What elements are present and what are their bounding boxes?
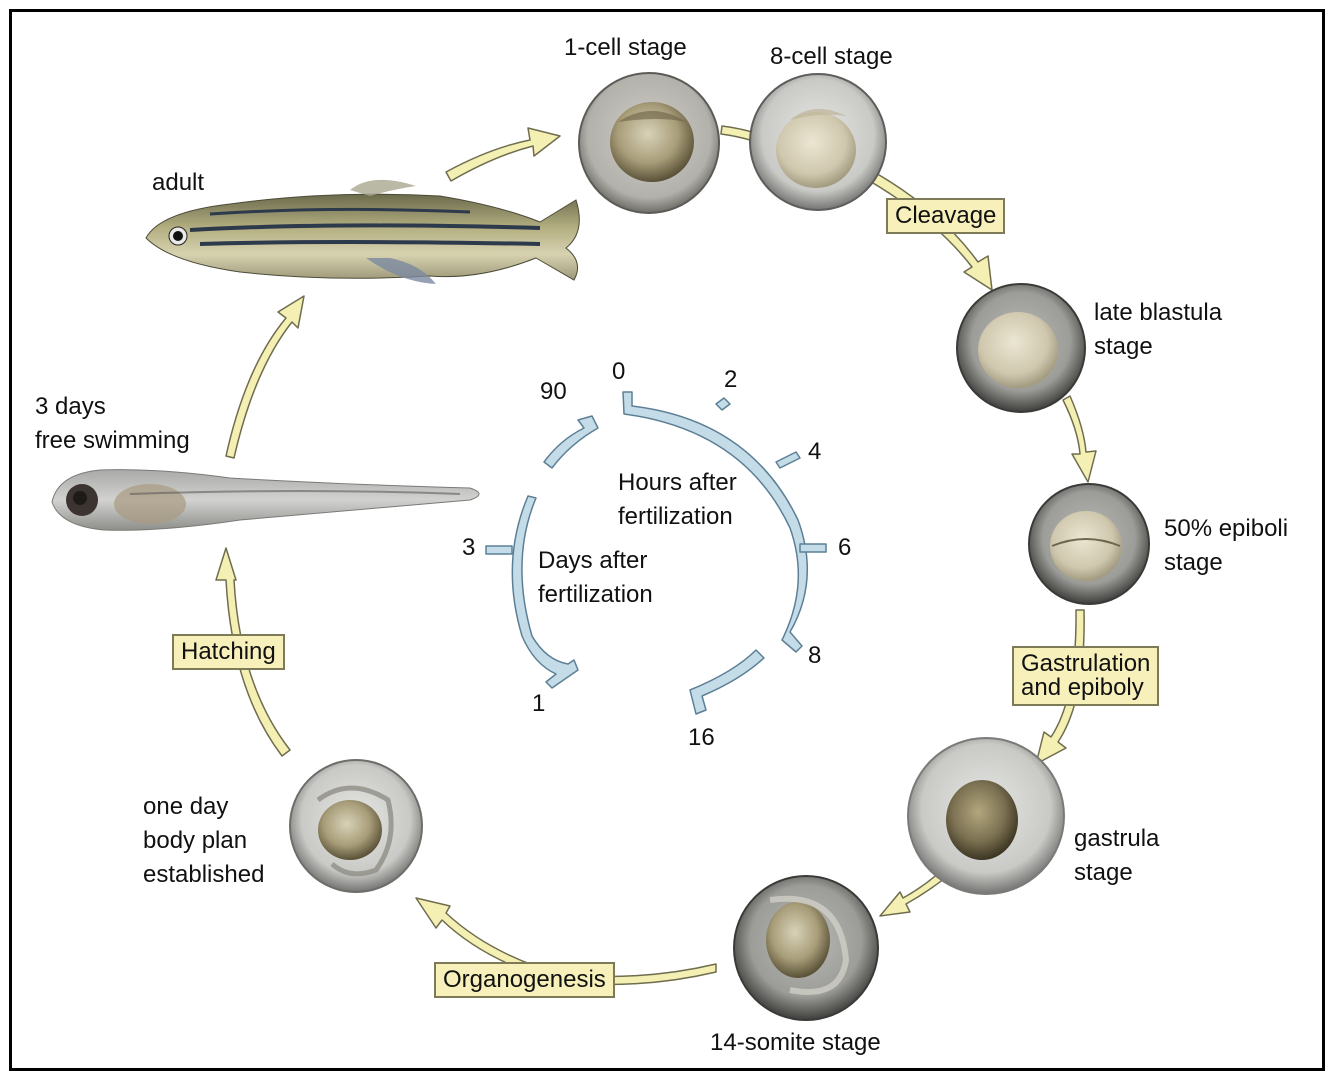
stage-label-50-epiboly-line2: stage: [1164, 546, 1288, 580]
stage-label-one-day-line1: one day: [143, 790, 264, 824]
embryo-14-somite-image: [734, 876, 878, 1020]
stage-label-50-epiboly-line1: 50% epiboli: [1164, 512, 1288, 546]
stage-label-3-days-line2: free swimming: [35, 424, 190, 458]
hour-tick-4: 4: [808, 440, 821, 464]
day-tick-90: 90: [540, 380, 567, 404]
hour-tick-6: 6: [838, 536, 851, 560]
stage-label-8cell: 8-cell stage: [770, 40, 893, 74]
stage-label-one-day-line3: established: [143, 858, 264, 892]
hour-tick-2: 2: [724, 368, 737, 392]
days-axis-label-line2: fertilization: [538, 578, 653, 612]
day-tick-3: 3: [462, 536, 475, 560]
process-gastrulation: Gastrulation and epiboly: [1012, 646, 1159, 706]
stage-label-gastrula-line2: stage: [1074, 856, 1159, 890]
embryo-one-day-image: [290, 760, 422, 892]
stage-label-one-day: one day body plan established: [143, 790, 264, 892]
days-axis-label-line1: Days after: [538, 544, 653, 578]
embryo-8cell-image: [750, 74, 886, 210]
arrow-blastula-to-epiboly: [1063, 396, 1096, 482]
adult-zebrafish-image: [146, 180, 579, 284]
process-hatching: Hatching: [172, 634, 285, 670]
days-axis-label: Days after fertilization: [538, 544, 653, 612]
embryo-gastrula-image: [908, 738, 1064, 894]
stage-label-gastrula-line1: gastrula: [1074, 822, 1159, 856]
arrow-1cell-to-8cell: [721, 126, 752, 140]
stage-label-50-epiboly: 50% epiboli stage: [1164, 512, 1288, 580]
stage-label-late-blastula-line1: late blastula: [1094, 296, 1222, 330]
hours-axis-label-line2: fertilization: [618, 500, 737, 534]
hour-tick-0: 0: [612, 360, 625, 384]
stage-label-late-blastula-line2: stage: [1094, 330, 1222, 364]
process-gastrulation-line1: Gastrulation: [1021, 652, 1150, 676]
arrow-larva-to-adult: [226, 296, 304, 458]
embryo-late-blastula-image: [957, 284, 1085, 412]
arrow-adult-to-1cell: [446, 128, 560, 181]
process-organogenesis: Organogenesis: [434, 962, 615, 998]
stage-label-14-somite: 14-somite stage: [710, 1026, 881, 1060]
stage-label-3-days-line1: 3 days: [35, 390, 190, 424]
stage-label-1cell: 1-cell stage: [564, 31, 687, 65]
day-tick-1: 1: [532, 692, 545, 716]
stage-label-one-day-line2: body plan: [143, 824, 264, 858]
stage-label-late-blastula: late blastula stage: [1094, 296, 1222, 364]
embryo-1cell-image: [579, 73, 719, 213]
stage-label-adult: adult: [152, 166, 204, 200]
stage-label-gastrula: gastrula stage: [1074, 822, 1159, 890]
stage-label-3-days: 3 days free swimming: [35, 390, 190, 458]
embryo-50-epiboly-image: [1029, 484, 1149, 604]
hour-tick-16: 16: [688, 726, 715, 750]
hour-tick-8: 8: [808, 644, 821, 668]
hours-axis-label: Hours after fertilization: [618, 466, 737, 534]
process-cleavage: Cleavage: [886, 198, 1005, 234]
hours-timeline-tail: [690, 650, 764, 714]
larva-image: [52, 470, 479, 531]
process-gastrulation-line2: and epiboly: [1021, 676, 1150, 700]
hours-axis-label-line1: Hours after: [618, 466, 737, 500]
